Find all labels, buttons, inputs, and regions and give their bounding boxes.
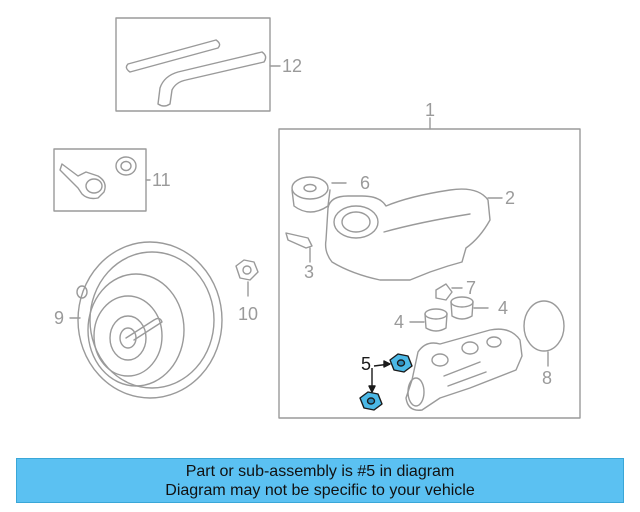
part-12-hose-group — [115, 17, 281, 112]
part-4-grommet-right-side — [450, 301, 474, 320]
callout-10: 10 — [238, 304, 258, 324]
part-2-reservoir — [324, 188, 503, 281]
part-12-hose-b — [157, 51, 267, 107]
part-11-seal-outer — [115, 156, 137, 176]
part-4-grommet-right — [450, 296, 489, 320]
master-cylinder — [405, 328, 523, 411]
assembly-1-box — [278, 128, 581, 419]
info-banner: Part or sub-assembly is #5 in diagram Di… — [16, 458, 624, 503]
parts-diagram: 1 2 3 4 4 5 6 7 8 9 10 11 12 — [53, 17, 581, 419]
part-4-grommet-left-side — [424, 313, 448, 332]
part-5-nut-lower-hole — [366, 397, 376, 405]
part-4-grommet-left — [409, 308, 448, 332]
part-7-clip — [435, 283, 463, 301]
part-2-reservoir-ridge — [383, 213, 471, 233]
part-3-sensor-body — [285, 232, 313, 249]
part-9-booster-pushrod — [125, 317, 163, 341]
master-cylinder-body — [405, 328, 523, 411]
part-10-nut-hex — [235, 259, 259, 281]
part-4-grommet-left-top — [424, 308, 448, 320]
callout-11: 11 — [152, 170, 171, 190]
part-9-booster — [69, 241, 223, 399]
part-4-grommet-right-top — [450, 296, 474, 308]
banner-line-2: Diagram may not be specific to your vehi… — [165, 482, 475, 499]
callout-3: 3 — [304, 262, 314, 282]
part-5-nut-group — [359, 353, 413, 411]
master-cylinder-port-3 — [486, 336, 502, 348]
part-9-booster-ring-2 — [87, 273, 185, 387]
part-6-cap-center — [303, 183, 317, 193]
master-cylinder-detail — [443, 361, 487, 387]
part-6-cap — [291, 176, 347, 213]
part-8-seal — [523, 300, 565, 367]
part-5-nut-upper-hole — [396, 359, 406, 367]
part-8-seal-ring — [523, 300, 565, 352]
part-11-seal-inner — [120, 160, 132, 172]
callout-6: 6 — [360, 173, 370, 193]
part-3-sensor — [285, 232, 313, 263]
part-9-booster-rim — [77, 241, 223, 399]
master-cylinder-port-1 — [431, 353, 449, 367]
part-5-leader-upper-arrow — [383, 360, 391, 368]
part-11-fitting — [59, 163, 106, 200]
part-10-nut — [235, 259, 259, 297]
banner-line-1: Part or sub-assembly is #5 in diagram — [185, 463, 455, 480]
assembly-1-group — [278, 117, 581, 419]
callout-4-left: 4 — [394, 312, 404, 332]
callout-12: 12 — [282, 56, 302, 76]
part-9-booster-ring-3 — [93, 295, 163, 377]
part-2-reservoir-body — [324, 188, 491, 281]
part-2-filler-neck — [333, 205, 379, 239]
part-7-clip-body — [435, 283, 453, 301]
callout-7: 7 — [466, 278, 476, 298]
part-11-fitting-end — [85, 178, 103, 194]
part-12-hose-a — [125, 39, 221, 73]
callout-1: 1 — [425, 100, 435, 120]
part-9-booster-stud — [76, 285, 88, 299]
part-6-cap-side — [291, 189, 331, 213]
part-10-nut-hole — [242, 265, 252, 275]
part-12-box — [115, 17, 271, 112]
callout-8: 8 — [542, 368, 552, 388]
part-9-booster-ring-1 — [89, 251, 215, 389]
part-9-booster-center — [119, 327, 137, 349]
master-cylinder-bore — [407, 377, 425, 407]
callout-4-right: 4 — [498, 298, 508, 318]
part-11-fitting-group — [53, 148, 151, 212]
part-5-leader-lower-arrow — [368, 385, 376, 393]
part-9-booster-hub — [109, 315, 147, 361]
part-2-filler-inner — [341, 211, 371, 233]
callout-9: 9 — [54, 308, 64, 328]
callout-2: 2 — [505, 188, 515, 208]
part-6-cap-top — [291, 176, 329, 200]
master-cylinder-port-2 — [461, 341, 479, 355]
callout-5: 5 — [361, 354, 371, 374]
